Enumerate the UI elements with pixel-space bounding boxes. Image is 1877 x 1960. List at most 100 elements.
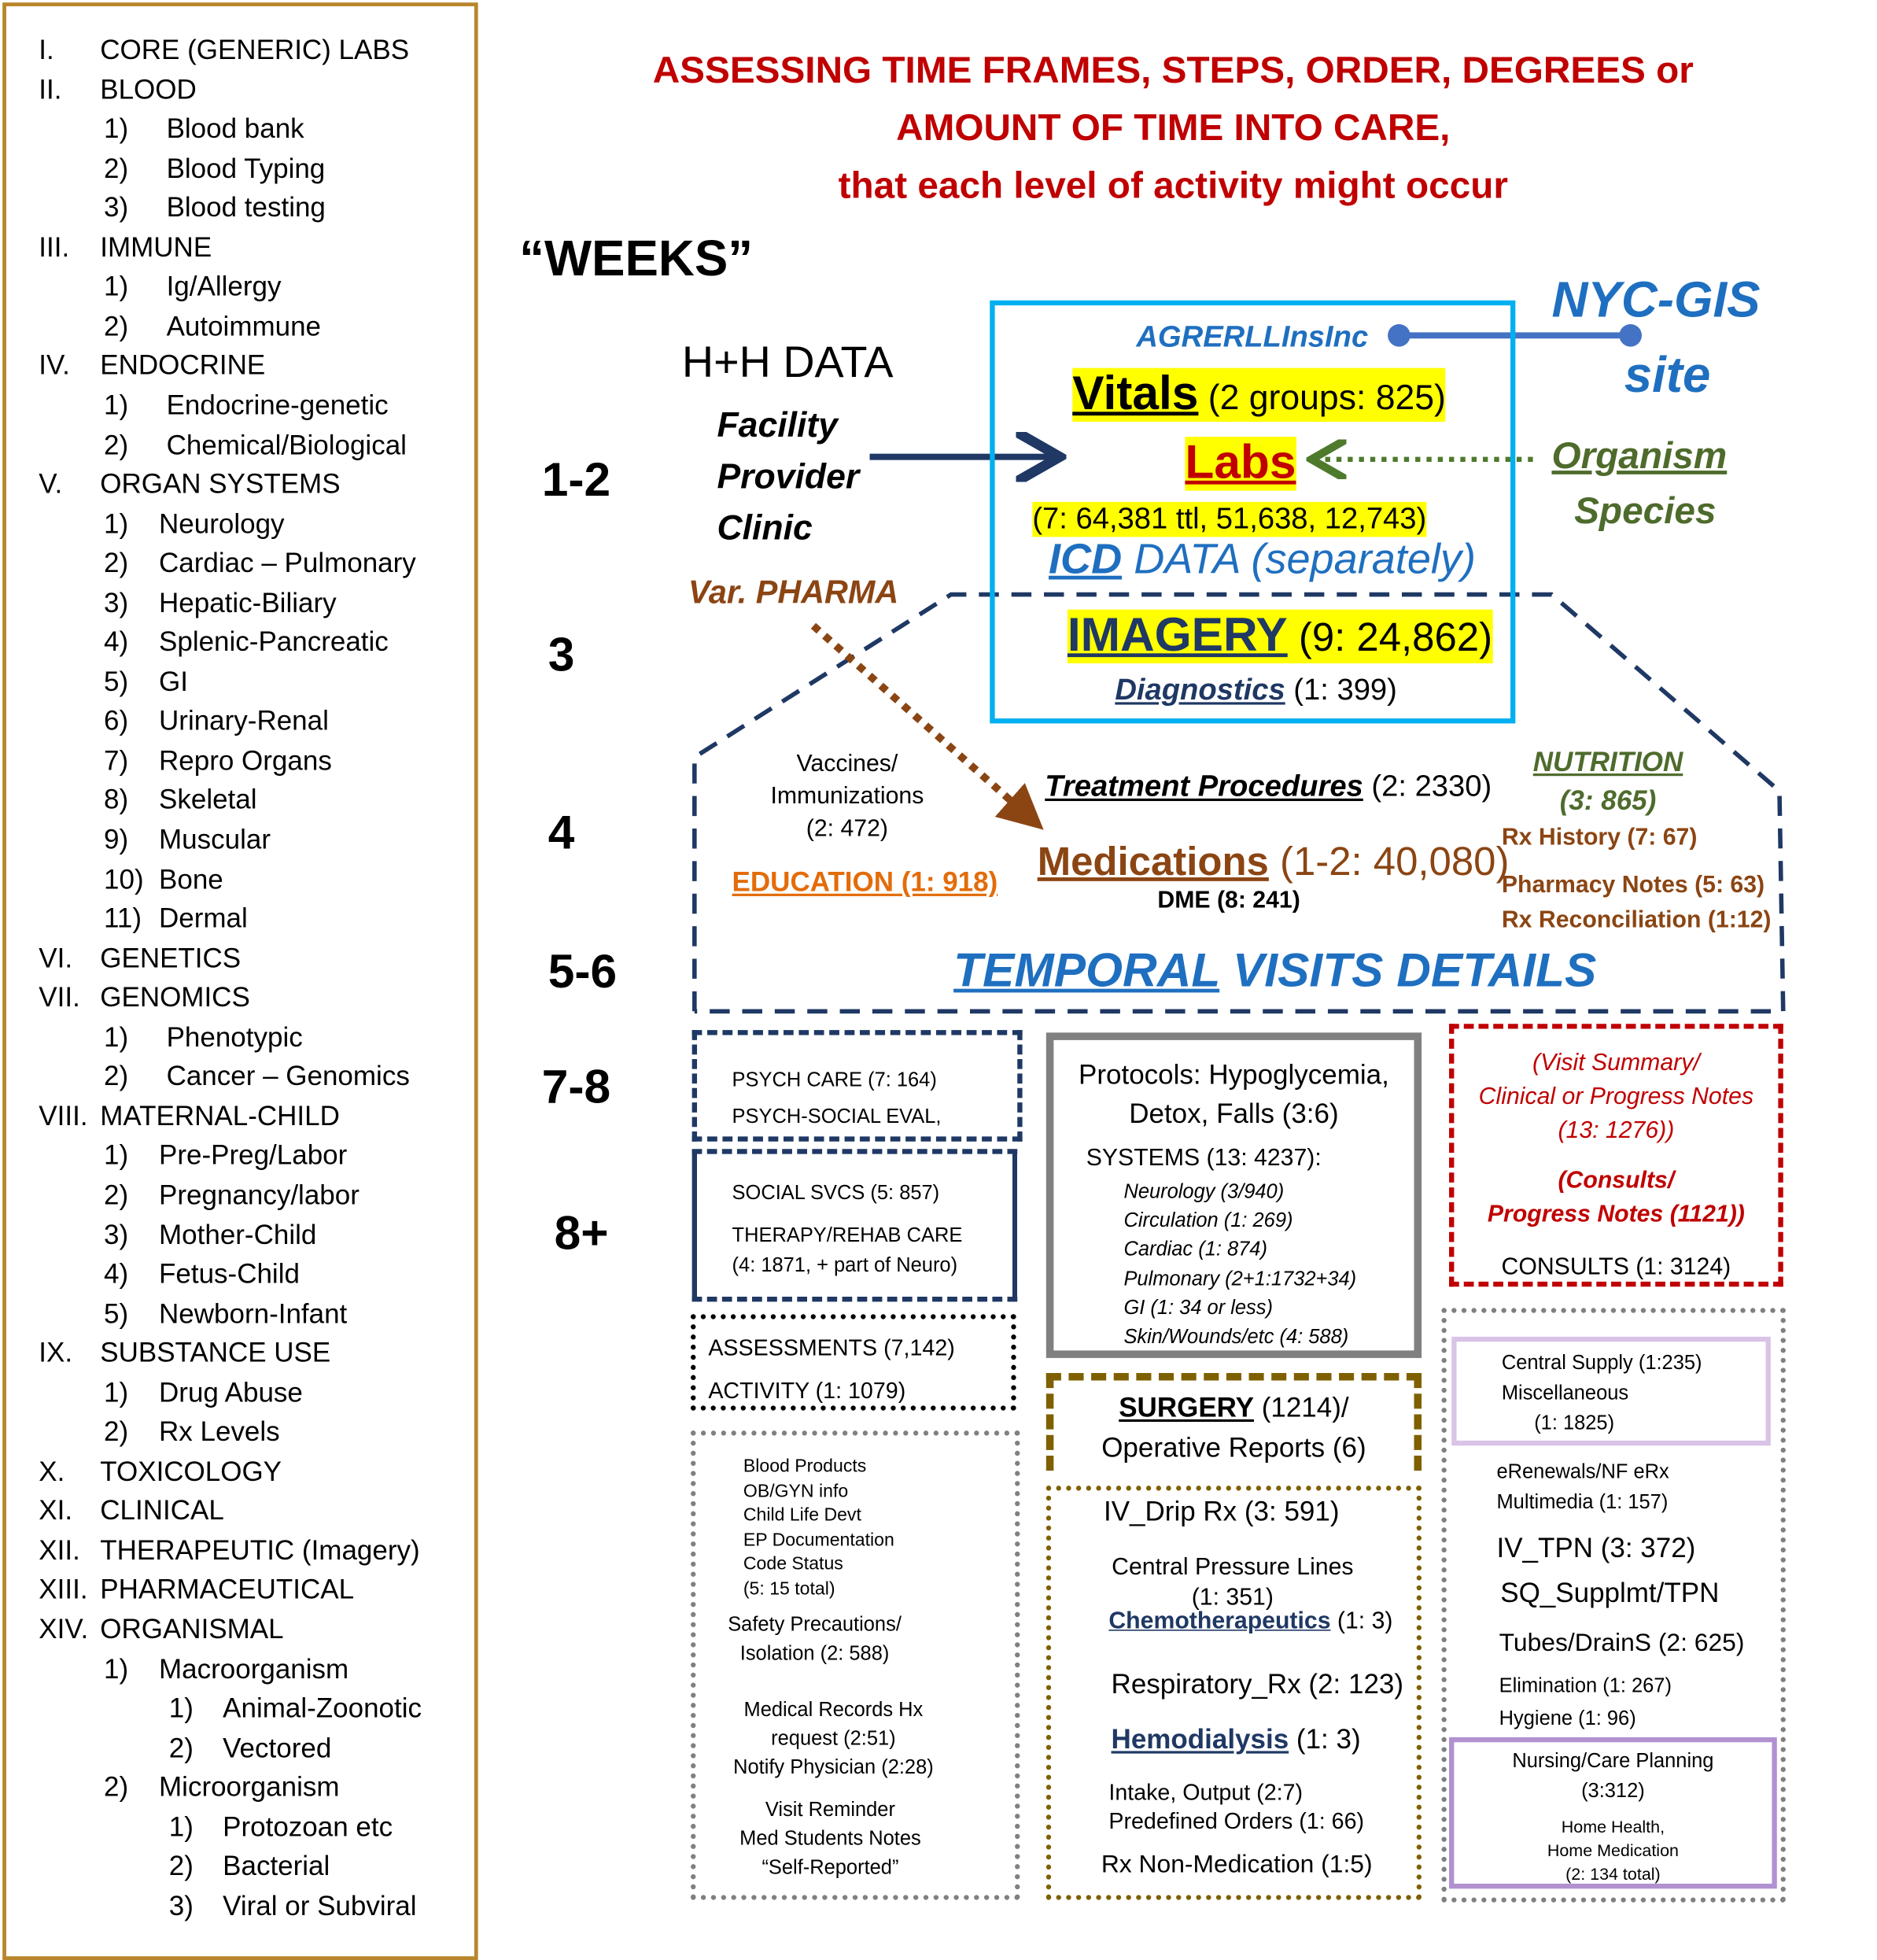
iv-drip: IV_Drip Rx (3: 591) [1103, 1495, 1340, 1527]
nutrition-count: (3: 865) [1559, 784, 1657, 817]
operative-reports: Operative Reports (6) [1101, 1431, 1366, 1464]
treatment-label: Treatment Procedures [1045, 770, 1363, 804]
outline-label: GENOMICS [100, 981, 250, 1013]
diagnostics-label: Diagnostics [1115, 673, 1285, 707]
outline-label: CLINICAL [100, 1494, 224, 1526]
outline-number: 8) [104, 784, 129, 816]
outline-number: 1) [104, 271, 129, 302]
respiratory-rx: Respiratory_Rx (2: 123) [1111, 1668, 1404, 1700]
pharma-arrow [810, 622, 1044, 830]
misc-item: Child Life Devt [743, 1505, 861, 1526]
outline-number: 9) [104, 823, 129, 855]
safety-block: Safety Precautions/Isolation (2: 588) [695, 1611, 933, 1668]
chemo-row: Chemotherapeutics (1: 3) [1108, 1608, 1392, 1636]
outline-number: XII. [39, 1534, 80, 1566]
connector-dot [1388, 323, 1411, 347]
outline-number: 2) [104, 1771, 129, 1803]
outline-number: VII. [39, 981, 80, 1013]
hemo-count: (1: 3) [1296, 1723, 1361, 1755]
icd-data: ICD DATA (separately) [1049, 536, 1476, 585]
chemo-label: Chemotherapeutics [1108, 1608, 1331, 1635]
weeks-label: “WEEKS” [519, 231, 754, 287]
misc-item: OB/GYN info [743, 1481, 849, 1502]
social-line: THERAPY/REHAB CARE [732, 1225, 963, 1247]
outline-number: 1) [104, 1652, 129, 1685]
nursing-line: Nursing/Care Planning [1512, 1751, 1714, 1773]
outline-number: 6) [104, 705, 129, 736]
outline-label: Splenic-Pancreatic [159, 626, 389, 658]
outline-number: 1) [168, 1811, 194, 1843]
supply-line: (1: 1825) [1534, 1412, 1615, 1434]
protocols-box: Protocols: Hypoglycemia, Detox, Falls (3:… [1045, 1032, 1422, 1358]
outline-label: SUBSTANCE USE [100, 1337, 331, 1368]
tpn-block: IV_TPN (3: 372)SQ_Supplmt/TPN [1496, 1526, 1719, 1616]
assess-line: ACTIVITY (1: 1079) [708, 1378, 906, 1404]
diagnostics-row: Diagnostics (1: 399) [1115, 674, 1397, 709]
home-line: Home Health, [1561, 1817, 1665, 1836]
outline-number: I. [39, 33, 54, 65]
outline-number: 2) [104, 310, 129, 342]
consults-notes-block: (Consults/Progress Notes (1121)) [1454, 1164, 1778, 1231]
pharmacy-notes: Pharmacy Notes (5: 63) [1501, 872, 1765, 899]
outline-number: 2) [104, 547, 129, 579]
outline-label: Protozoan etc [223, 1811, 393, 1843]
organism-label: Organism [1551, 435, 1728, 478]
vaccines-block: Vaccines/Immunizations(2: 472) [747, 748, 948, 846]
protocols-head: Protocols: Hypoglycemia, Detox, Falls (3:… [1053, 1055, 1414, 1133]
misc-item: EP Documentation [743, 1530, 894, 1551]
protocols-line: Detox, Falls (3:6) [1129, 1098, 1339, 1129]
vitals-count: (2 groups: 825) [1208, 378, 1446, 417]
outline-number: XIV. [39, 1613, 89, 1645]
temporal-visits-title: TEMPORAL VISITS DETAILS [953, 945, 1596, 998]
elim-line: Hygiene (1: 96) [1499, 1708, 1636, 1730]
iv-box: IV_Drip Rx (3: 591) Central Pressure Lin… [1045, 1486, 1422, 1900]
consults-count: CONSULTS (1: 3124) [1501, 1253, 1731, 1281]
outline-number: 2) [104, 1416, 129, 1448]
diagnostics-count: (1: 399) [1293, 673, 1397, 707]
rx-history: Rx History (7: 67) [1501, 825, 1698, 851]
outline-label: Cardiac – Pulmonary [159, 547, 416, 579]
surgery-box: SURGERY (1214)/Operative Reports (6) [1045, 1372, 1422, 1471]
outline-label: CORE (GENERIC) LABS [100, 33, 410, 65]
psych-line: PSYCH-SOCIAL EVAL, [732, 1106, 942, 1128]
week-marker: 3 [548, 629, 575, 682]
outline-number: V. [39, 467, 63, 500]
io-line: Predefined Orders (1: 66) [1108, 1808, 1365, 1834]
systems-list: Neurology (3/940)Circulation (1: 269)Car… [1123, 1178, 1356, 1352]
outline-label: Fetus-Child [159, 1257, 300, 1290]
visit-line: “Self-Reported” [761, 1857, 899, 1879]
species-label: Species [1574, 490, 1717, 533]
outline-number: II. [39, 73, 62, 105]
home-line: Home Medication [1547, 1840, 1679, 1860]
rx-nonmed: Rx Non-Medication (1:5) [1101, 1851, 1373, 1879]
outline-label: Muscular [159, 823, 271, 855]
misc-item: Blood Products [743, 1456, 867, 1478]
vs-line: (Visit Summary/ [1532, 1050, 1700, 1077]
outline-number: 3) [104, 191, 129, 223]
protocols-line: Protocols: Hypoglycemia, [1079, 1058, 1389, 1091]
connector-dot [1619, 323, 1642, 347]
agrerll-label: AGRERLLInsInc [1136, 320, 1369, 355]
social-line: (4: 1871, + part of Neuro) [732, 1255, 958, 1277]
outline-label: MATERNAL-CHILD [100, 1099, 340, 1131]
outline-label: Pregnancy/labor [159, 1179, 360, 1211]
vitals-row: Vitals (2 groups: 825) [1072, 367, 1446, 423]
system-item: GI (1: 34 or less) [1123, 1297, 1273, 1320]
psych-line: PSYCH CARE (7: 164) [732, 1070, 937, 1092]
elim-line: Elimination (1: 267) [1499, 1675, 1672, 1697]
icd-label: ICD [1049, 535, 1123, 584]
outline-number: 1) [104, 389, 129, 421]
title-line: AMOUNT OF TIME INTO CARE, [896, 107, 1451, 149]
outline-number: VI. [39, 942, 73, 973]
visit-line: Visit Reminder [765, 1799, 895, 1822]
week-marker: 1-2 [541, 454, 611, 508]
outline-number: 3) [104, 1218, 129, 1250]
source-provider: Provider [717, 456, 860, 496]
surgery-label: SURGERY [1119, 1391, 1254, 1423]
outline-label: Animal-Zoonotic [223, 1692, 422, 1724]
chemo-count: (1: 3) [1337, 1608, 1393, 1635]
vaccines-line: Immunizations [770, 783, 924, 810]
